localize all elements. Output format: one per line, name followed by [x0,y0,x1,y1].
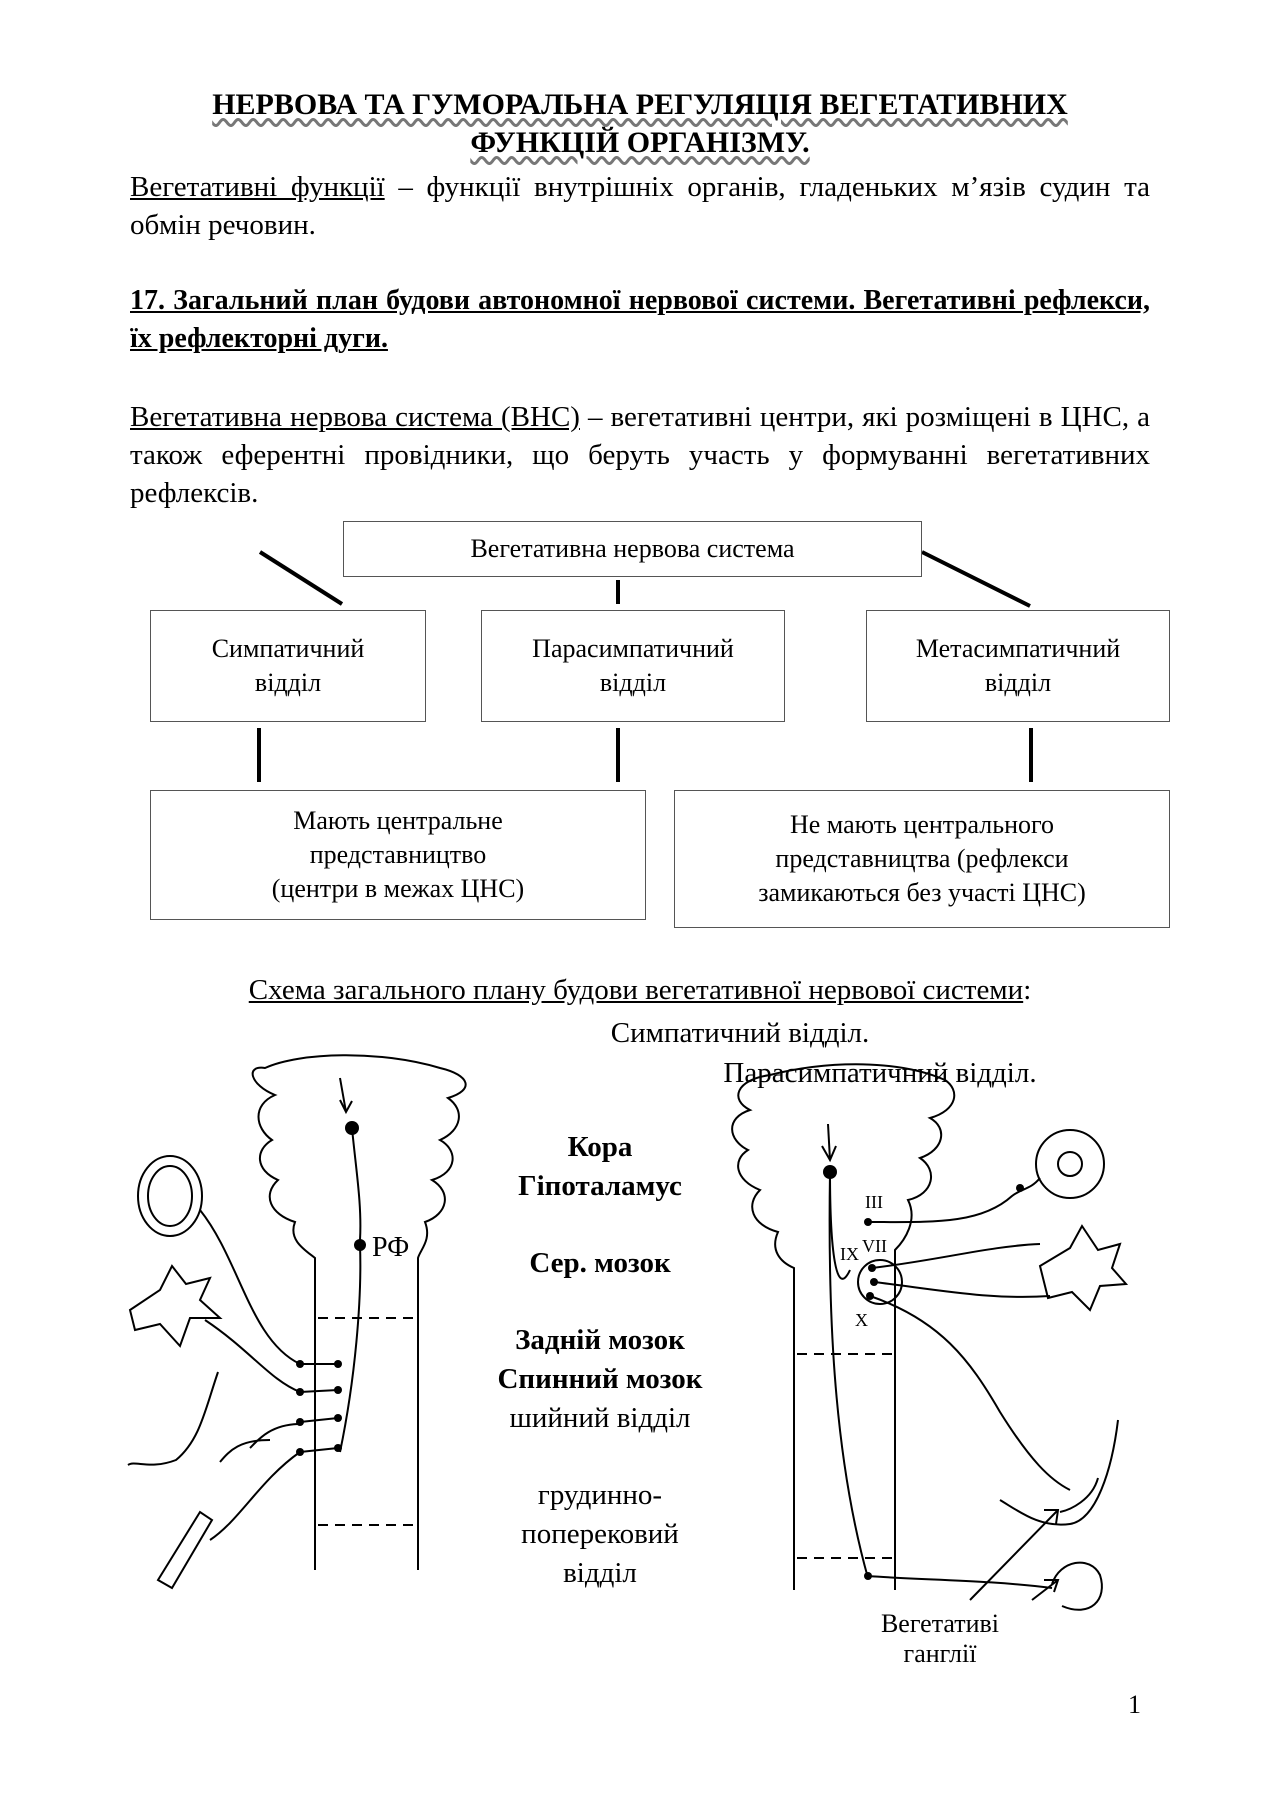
level-thoracolumbar-line: поперековий [521,1518,679,1550]
ganglia-label-line-1: Вегетативі [881,1609,999,1638]
label-sympathetic-division: Симпатичний відділ. [610,1017,870,1049]
spinal-neurons [296,1360,342,1456]
sympathetic-scheme: РФ [127,1054,467,1590]
intestine-outline [127,1371,219,1466]
page-title: НЕРВОВА ТА ГУМОРАЛЬНА РЕГУЛЯЦІЯ ВЕГЕТАТИ… [130,86,1150,162]
title-line-1: НЕРВОВА ТА ГУМОРАЛЬНА РЕГУЛЯЦІЯ ВЕГЕТАТИ… [212,88,1068,121]
fiber-facial [871,1243,1041,1269]
level-thoracolumbar-line: відділ [563,1557,637,1589]
eye-pupil-icon [1057,1151,1083,1177]
ganglia-label-line-2: ганглії [904,1639,978,1668]
level-thoracolumbar-line: грудинно- [537,1479,663,1511]
schema-title-colon: : [1023,974,1032,1006]
arrow-to-ganglion-icon [969,1509,1060,1601]
definition-vegetative-functions: Вегетативні функції – функції внутрішніх… [130,168,1150,244]
parasympathetic-scheme: III VII IX X Вегетативі ганглії [731,1063,1129,1668]
reticulospinal-pathway [339,1244,362,1453]
arrow-icon [821,1123,837,1163]
heart-organ-icon [1038,1224,1129,1312]
brain-spinal-outline-left [251,1054,467,1570]
brain-spinal-outline-right [731,1063,956,1590]
box-label-line: (центри в межах ЦНС) [271,874,525,903]
eye-organ-icon [137,1155,203,1237]
box-label-line: представництво [309,840,487,869]
box-label-line: Метасимпатичний [915,634,1121,663]
vessel-organ-icon [156,1510,214,1590]
box-metasympathetic: Метасимпатичний відділ [866,610,1170,722]
level-spinal-cord: Спинний мозок [497,1363,703,1395]
fiber-oculomotor [867,1177,1041,1224]
level-hindbrain: Задній мозок [515,1324,685,1356]
level-hypothalamus: Гіпоталамус [518,1170,682,1202]
interneuron-links [299,1363,339,1453]
nerve-label-vii: VII [862,1236,887,1256]
eye-organ-icon [1035,1129,1105,1199]
box-label-line: відділ [984,668,1052,697]
definition-text: – функції внутрішніх органів, гладеньких… [130,171,1150,241]
box-label-line: Парасимпатичний [532,634,734,663]
intestine-fiber [219,1439,271,1463]
box-central-representation: Мають центральне представництво (центри в … [150,790,646,920]
fiber-pelvic [867,1575,1053,1589]
arrow-to-ganglion-icon [1031,1579,1060,1601]
box-label-line: Симпатичний [211,634,365,663]
brain-levels-list: Кора Гіпоталамус Сер. мозок Задній мозок… [460,1128,740,1593]
level-cortex: Кора [567,1131,633,1163]
box-ans-root: Вегетативна нервова система [343,521,922,577]
descending-pathway [351,1127,362,1241]
level-midbrain: Сер. мозок [529,1247,671,1279]
nucleus-circle [857,1259,903,1305]
schema-title: Схема загального плану будови вегетативн… [130,972,1150,1008]
bladder-organ-icon [1051,1561,1103,1611]
level-cervical: шийний відділ [509,1402,691,1434]
box-label-line: відділ [254,668,322,697]
box-ans-root-label: Вегетативна нервова система [470,534,795,563]
connector-sympathetic [258,550,344,606]
term-vegetative-functions: Вегетативні функції [130,171,385,203]
term-ans: Вегетативна нервова система (ВНС) [130,401,580,433]
brainstem-neurons [864,1218,878,1300]
sacral-pathway [828,1171,869,1579]
definition-text: – вегетативні центри, які розміщені в ЦН… [130,401,1151,509]
fiber-to-heart [204,1319,301,1393]
page-number: 1 [1128,1690,1141,1719]
fiber-to-vessel [209,1451,301,1541]
arrow-icon [339,1077,353,1115]
spacer [460,1283,740,1321]
fiber-to-intestine [249,1423,299,1449]
box-sympathetic: Симпатичний відділ [150,610,426,722]
definition-ans: Вегетативна нервова система (ВНС) – веге… [130,398,1150,512]
fiber-to-eye [199,1209,301,1365]
eye-iris-icon [147,1165,193,1227]
fiber-vagus [869,1295,1071,1491]
box-label-line: замикаються без участі ЦНС) [758,878,1086,907]
box-parasympathetic: Парасимпатичний відділ [481,610,785,722]
spacer [460,1206,740,1244]
spacer [460,1438,740,1476]
intestine-outline [999,1419,1119,1526]
fiber-glossopharyngeal [873,1281,1051,1298]
box-label-line: відділ [599,668,667,697]
box-no-central-representation: Не мають центрального представництва (реф… [674,790,1170,928]
box-label-line: Не мають центрального [789,810,1054,839]
heart-organ-icon [128,1264,223,1348]
ciliary-ganglion [1016,1184,1024,1192]
schema-title-text: Схема загального плану будови вегетативн… [248,974,1024,1006]
box-label-line: Мають центральне [293,806,503,835]
nerve-label-x: X [855,1310,868,1330]
intestine-fiber [1059,1477,1099,1513]
title-line-2: ФУНКЦІЙ ОРГАНІЗМУ. [470,126,810,159]
nerve-label-ix: IX [840,1244,859,1264]
section-heading: 17. Загальний план будови автономної нер… [130,285,1150,354]
box-label-line: представництва (рефлекси [775,844,1069,873]
rf-label: РФ [372,1232,409,1263]
connector-metasympathetic [921,550,1031,608]
nerve-label-iii: III [865,1192,883,1212]
